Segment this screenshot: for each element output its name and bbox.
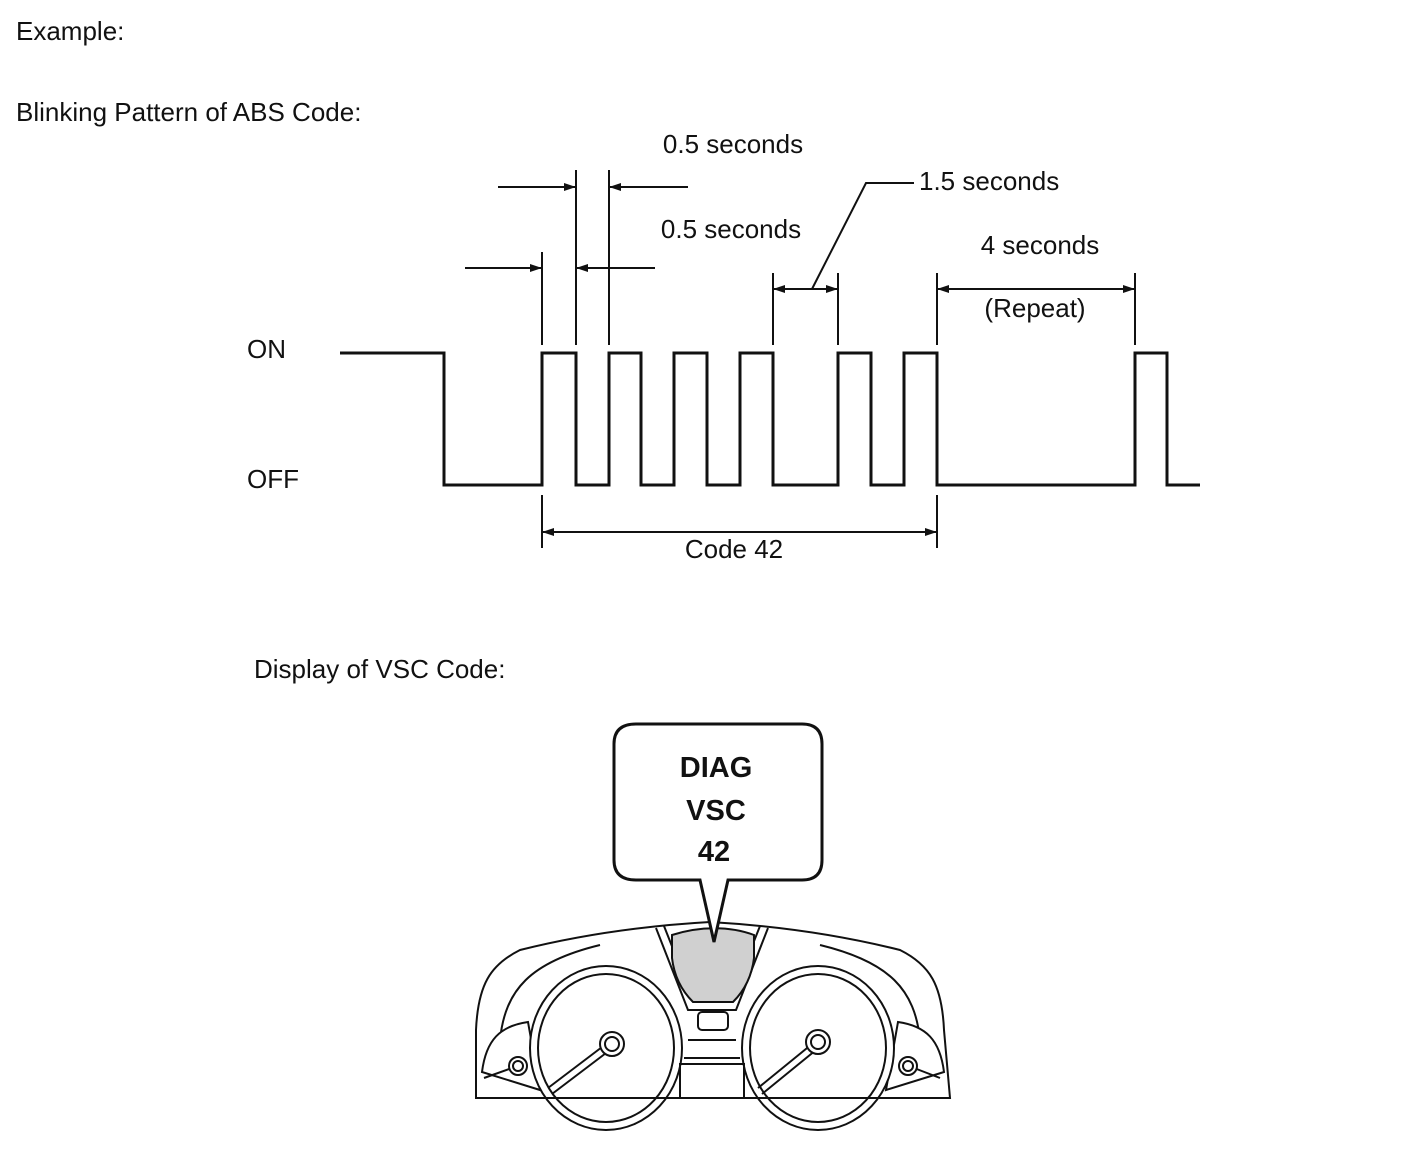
blink-waveform [340,351,1200,487]
callout-line-vsc: VSC [686,795,746,827]
callout-line-diag: DIAG [680,752,753,784]
abs-heading: Blinking Pattern of ABS Code: [16,97,362,127]
extension-lines [541,170,1136,548]
repeat-interval-label: 4 seconds [981,230,1100,260]
diag-callout-bubble [612,722,824,943]
gauge-needles [483,1029,941,1095]
callout-line-code: 42 [698,836,730,868]
vsc-heading: Display of VSC Code: [254,654,506,684]
lower-interval-label: 0.5 seconds [661,214,801,244]
off-level-label: OFF [247,464,299,494]
on-level-label: ON [247,334,286,364]
code-span-label: Code 42 [685,534,783,564]
repeat-note: (Repeat) [984,293,1085,323]
example-label: Example: [16,16,125,46]
gap-interval-arrows [773,182,914,293]
gap-interval-label: 1.5 seconds [919,166,1059,196]
top-interval-label: 0.5 seconds [663,129,803,159]
